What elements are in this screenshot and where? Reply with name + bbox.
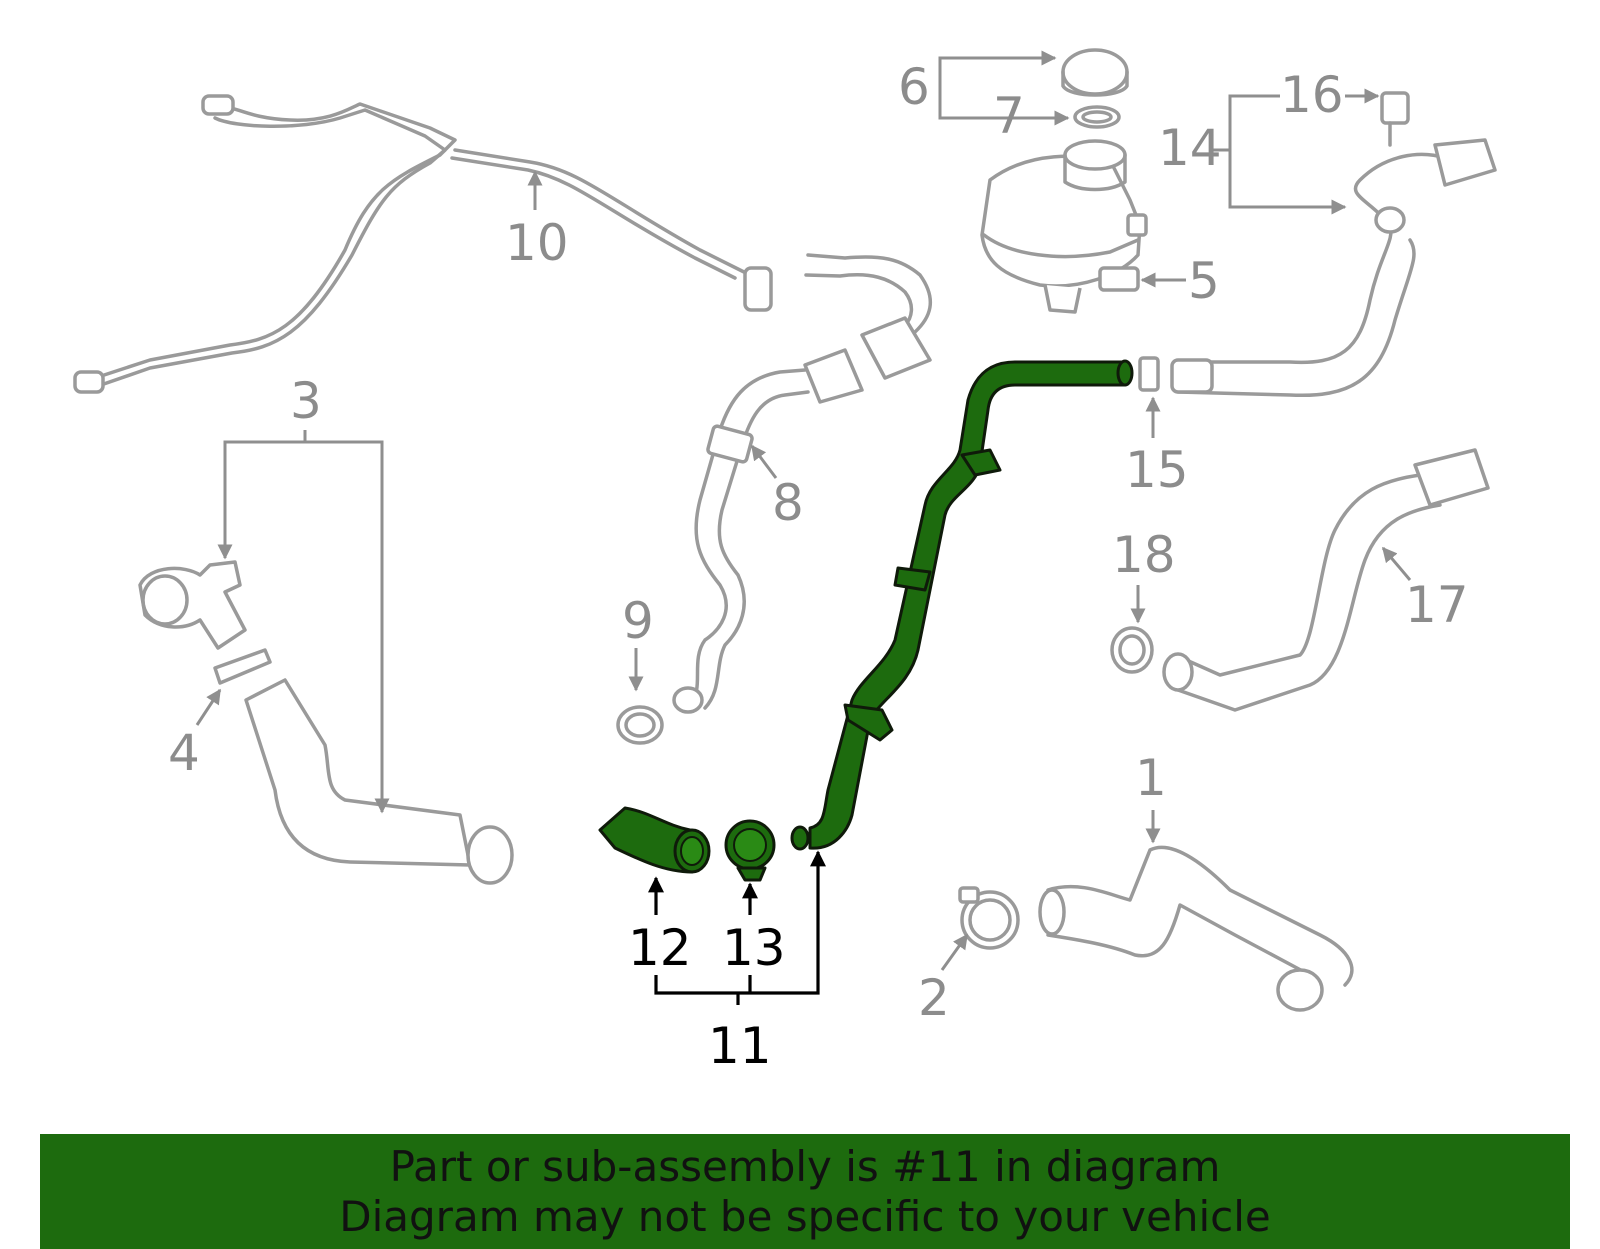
part-13-clamp-highlighted[interactable] — [724, 819, 776, 882]
part-9-clamp — [616, 705, 664, 745]
part-12-hose-highlighted[interactable] — [598, 806, 711, 874]
callout-14: 14 — [1158, 119, 1222, 177]
callout-2: 2 — [918, 969, 950, 1027]
callout-8: 8 — [772, 474, 804, 532]
part-11-tube-highlighted[interactable] — [790, 359, 1134, 851]
callout-13: 13 — [722, 919, 786, 977]
callout-11: 11 — [708, 1017, 772, 1075]
part-10-overflow-tube — [73, 94, 773, 394]
callout-10: 10 — [505, 214, 569, 272]
part-17-hose — [1162, 448, 1490, 712]
part-2-clamp — [958, 886, 1020, 950]
callout-6: 6 — [898, 58, 930, 116]
callout-5: 5 — [1188, 252, 1220, 310]
part-1-hose — [1038, 845, 1354, 1012]
callout-1: 1 — [1135, 749, 1167, 807]
callout-7: 7 — [993, 87, 1025, 145]
part-8-hose — [672, 253, 933, 714]
callout-17: 17 — [1405, 576, 1469, 634]
info-banner: Part or sub-assembly is #11 in diagram D… — [40, 1134, 1570, 1249]
part-18-clamp — [1110, 626, 1154, 674]
part-15-clip — [1138, 356, 1160, 392]
banner-line-1: Part or sub-assembly is #11 in diagram — [389, 1141, 1221, 1191]
callout-4: 4 — [168, 724, 200, 782]
callout-labels: 1 2 3 4 5 6 7 8 9 10 11 12 13 14 15 16 1… — [168, 58, 1469, 1075]
part-3-outlet-hose — [138, 560, 514, 885]
callout-16: 16 — [1280, 66, 1344, 124]
leader-lines — [195, 50, 1412, 971]
part-7-seal — [1073, 105, 1121, 129]
callout-18: 18 — [1112, 526, 1176, 584]
part-14-hose — [1170, 138, 1497, 398]
callout-12: 12 — [628, 919, 692, 977]
part-6-cap — [1061, 48, 1129, 97]
callout-3: 3 — [290, 372, 322, 430]
leader-lines-highlighted — [648, 850, 826, 1005]
banner-line-2: Diagram may not be specific to your vehi… — [339, 1191, 1271, 1241]
callout-15: 15 — [1125, 441, 1189, 499]
part-4-clip — [213, 648, 272, 685]
part-16-sensor — [1380, 91, 1410, 147]
part-5-reservoir — [980, 139, 1148, 314]
callout-9: 9 — [622, 592, 654, 650]
